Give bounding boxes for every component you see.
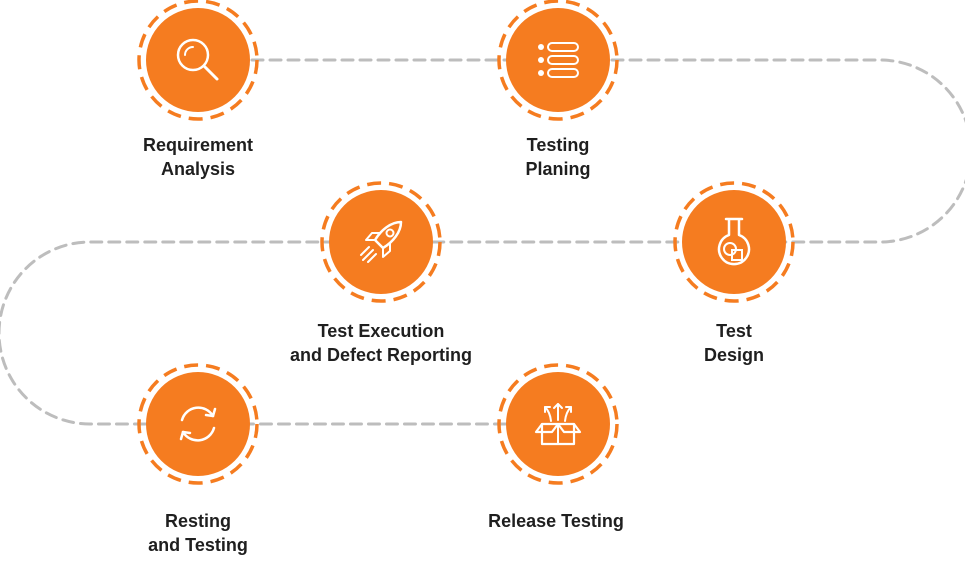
step-test-execution [316,177,446,307]
step-label-test-design: Test Design [614,319,854,367]
step-ring [137,0,259,121]
label-line: Design [703,345,764,365]
step-label-test-execution: Test Execution and Defect Reporting [261,319,501,367]
label-line: Testing [526,135,590,155]
step-requirement-analysis [133,0,263,125]
rocket-icon [360,220,403,263]
label-line: and Testing [148,535,248,555]
label-line: and Defect Reporting [289,345,472,365]
open-box-icon [534,403,582,446]
label-line: Test [716,321,752,341]
step-release-testing [493,359,623,489]
label-line: Release Testing [488,511,624,531]
step-ring [497,0,619,121]
label-line: Analysis [160,159,236,179]
label-line: Planing [525,159,591,179]
step-ring [320,181,442,303]
step-testing-planing [493,0,623,125]
label-line: Test Execution [317,321,445,341]
step-test-design [669,177,799,307]
label-line: Resting [164,511,231,531]
step-label-release-testing: Release Testing [436,509,676,533]
step-label-testing-planing: Testing Planing [438,133,678,181]
magnifier-icon [176,38,219,81]
step-resting-and-testing [133,359,263,489]
step-label-requirement-analysis: Requirement Analysis [78,133,318,181]
step-ring [673,181,795,303]
step-ring [137,363,259,485]
cycle-arrows-icon [179,406,217,442]
list-icon [538,42,579,78]
flask-icon [717,217,751,266]
label-line: Requirement [142,135,254,155]
step-label-resting-and-testing: Resting and Testing [78,509,318,557]
